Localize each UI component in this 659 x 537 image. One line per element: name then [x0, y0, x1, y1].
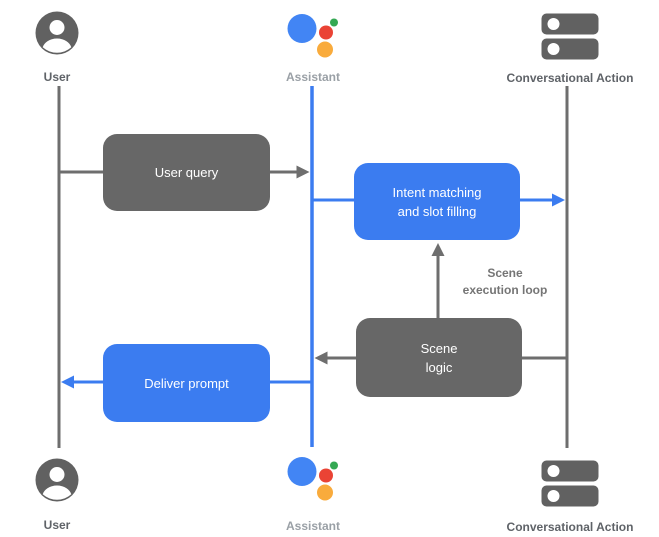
server-icon	[541, 13, 599, 65]
user-query-box: User query	[103, 134, 270, 211]
scene-execution-loop-line1: Scene	[487, 266, 523, 280]
actor-user-top: User	[17, 11, 97, 84]
scene-to-assistant-arrowhead	[314, 351, 328, 365]
actor-label: User	[43, 70, 71, 84]
actor-action-bottom: Conversational Action	[490, 460, 650, 534]
user-query-label: User query	[154, 165, 219, 180]
intent-matching-label-line2: and slot filling	[397, 203, 477, 219]
scene-to-intent-arrowhead	[431, 243, 445, 256]
server-icon	[541, 460, 599, 512]
deliver-prompt-box: Deliver prompt	[103, 344, 270, 422]
intent-matching-label-line1: Intent matching	[392, 184, 482, 200]
scene-logic-label-line2: logic	[425, 359, 453, 375]
actor-user-bottom: User	[17, 458, 97, 532]
actor-label: Conversational Action	[506, 71, 634, 85]
intent-to-action-arrowhead	[552, 193, 565, 207]
deliver-prompt-label: Deliver prompt	[144, 375, 229, 391]
actor-label: Assistant	[285, 519, 341, 533]
scene-logic-box: Scene logic	[356, 318, 522, 397]
actor-label: Conversational Action	[506, 520, 634, 534]
actor-action-top: Conversational Action	[490, 13, 650, 85]
scene-execution-loop-label: Scene execution loop	[435, 265, 575, 299]
user-icon	[35, 11, 79, 60]
scene-logic-label-line1: Scene	[420, 340, 458, 356]
actor-label: User	[43, 518, 71, 532]
deliver-to-user-arrowhead	[61, 375, 74, 389]
actor-assistant-top: Assistant	[273, 13, 353, 84]
scene-execution-loop-line2: execution loop	[462, 283, 548, 297]
assistant-logo-icon	[287, 456, 339, 507]
actor-assistant-bottom: Assistant	[273, 456, 353, 533]
user-icon	[35, 458, 79, 507]
actor-label: Assistant	[285, 70, 341, 84]
query-to-assistant-arrowhead	[296, 165, 310, 179]
assistant-logo-icon	[287, 13, 339, 64]
intent-matching-box: Intent matching and slot filling	[354, 163, 520, 240]
